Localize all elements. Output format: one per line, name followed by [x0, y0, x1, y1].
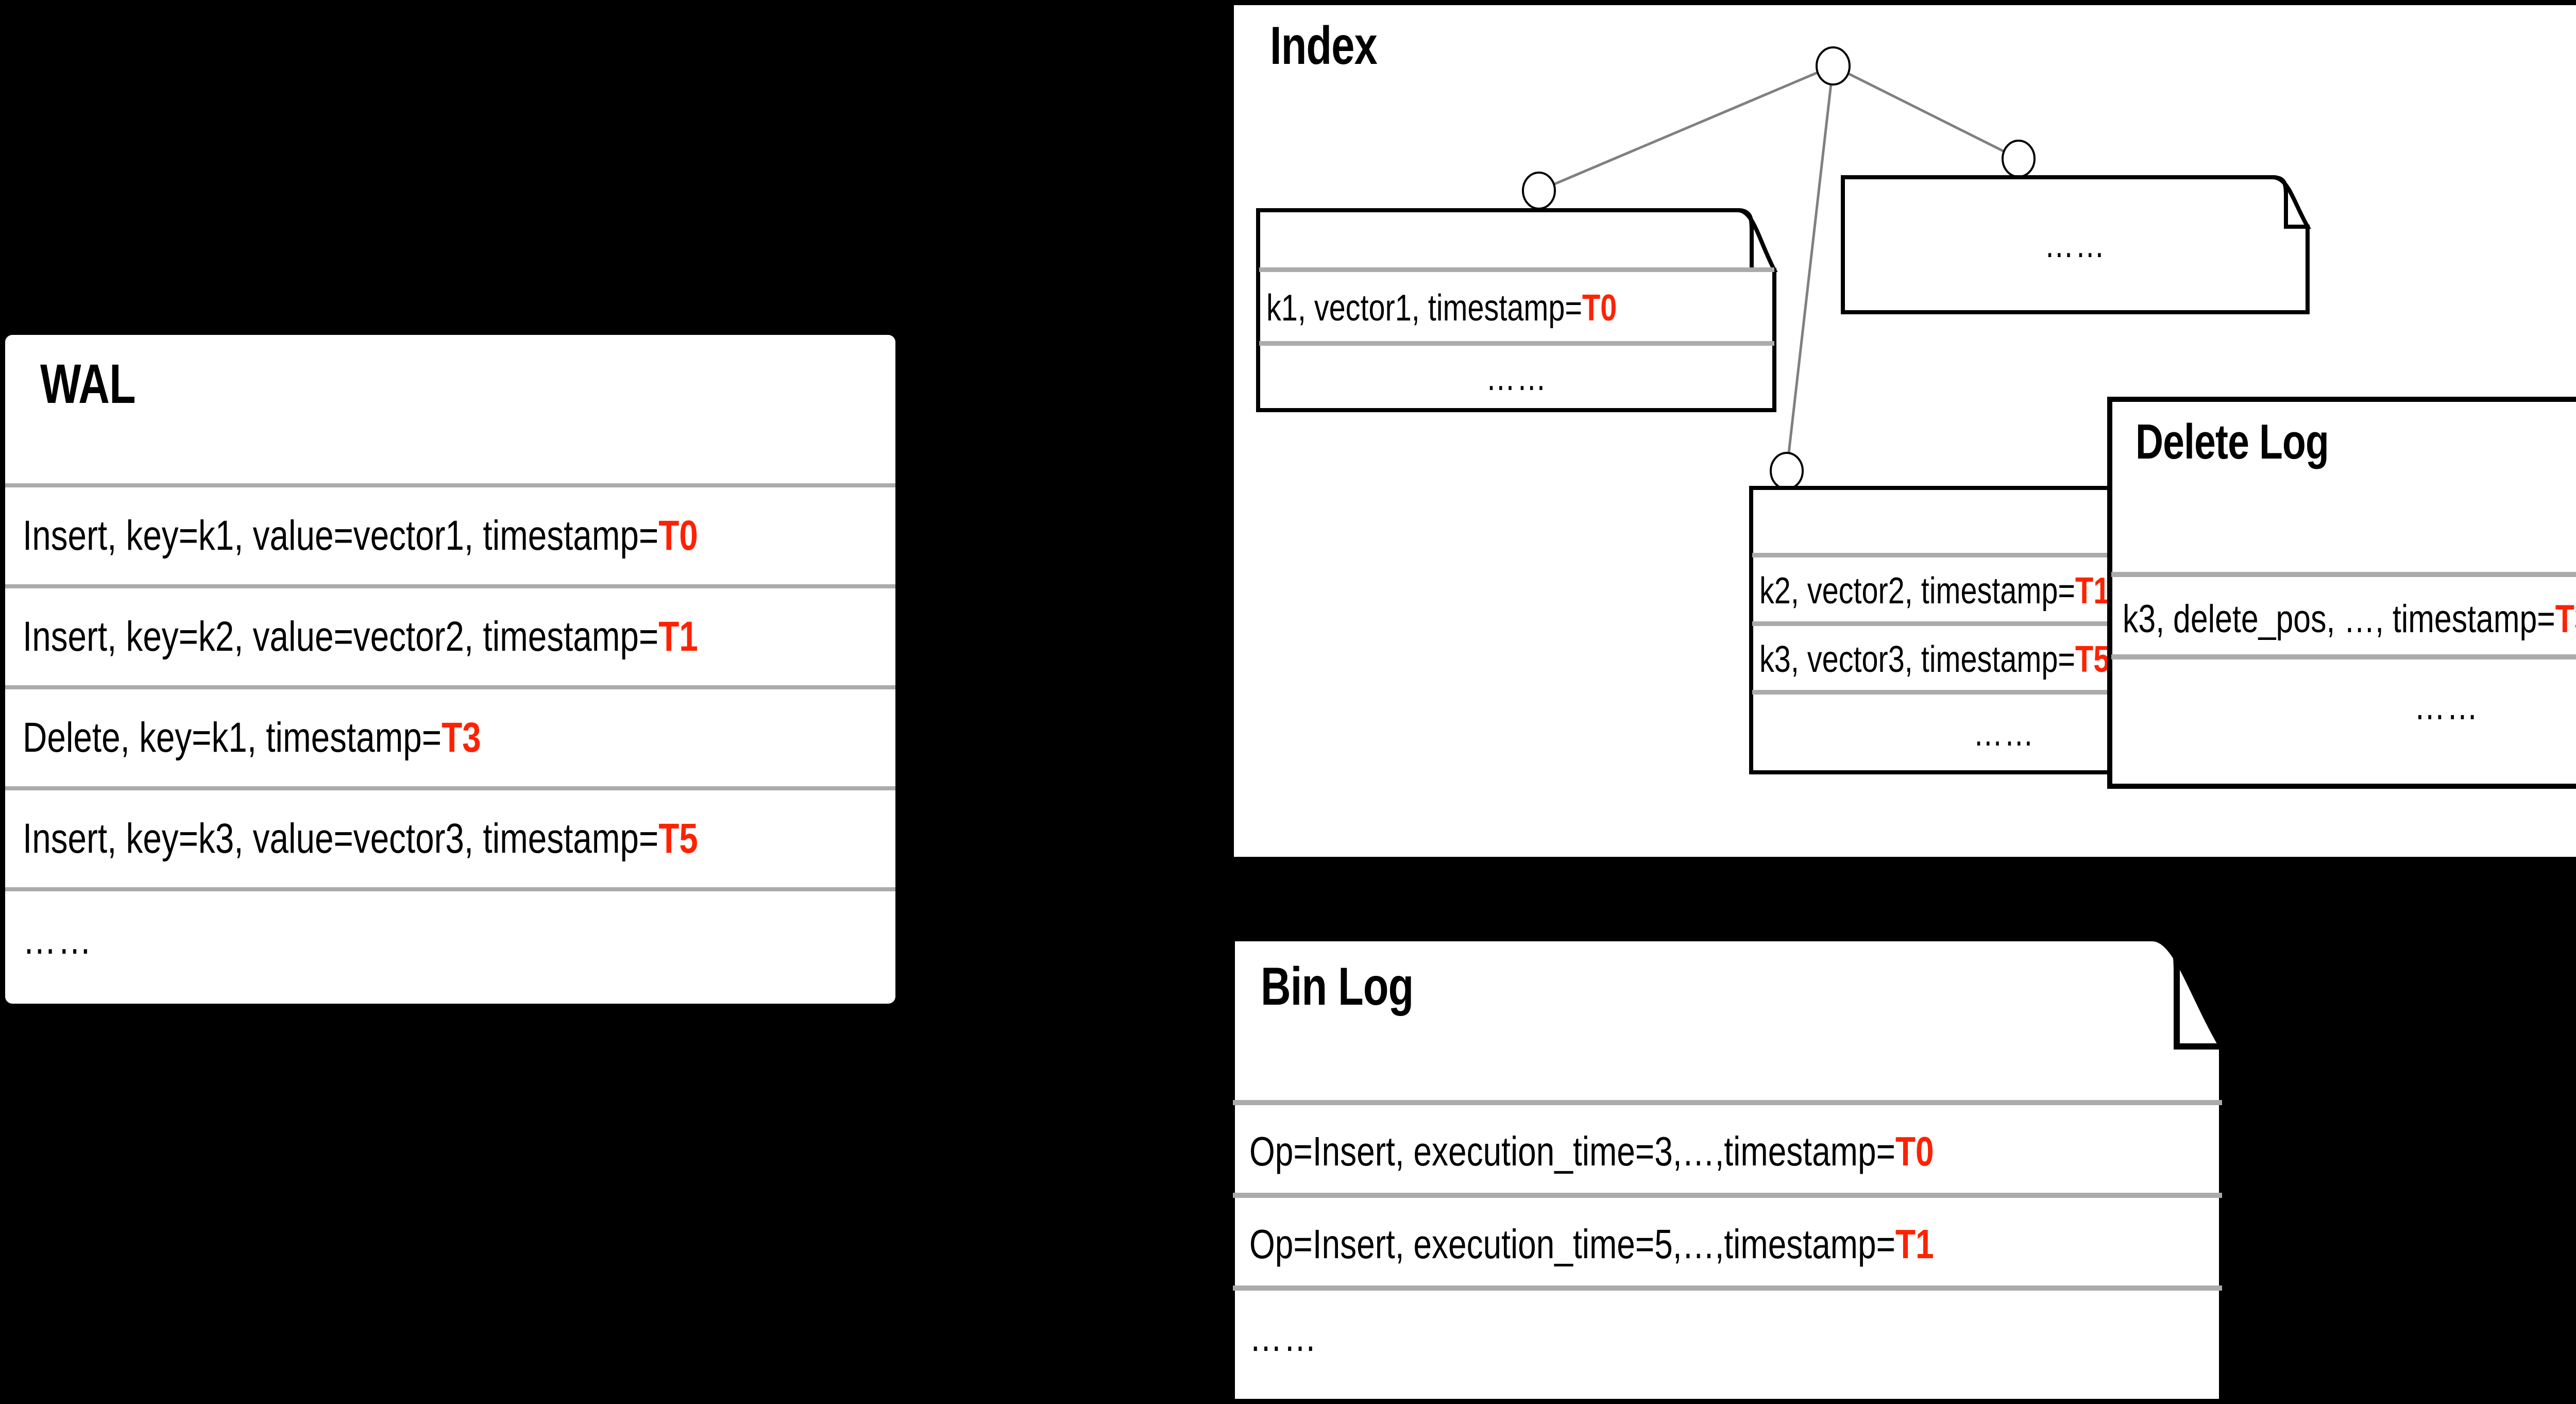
card-row-text: Op=Insert, execution_time=5,…,timestamp=: [1249, 1221, 1895, 1267]
card-row-text: ……: [2414, 684, 2480, 728]
bin-log-card: Bin Log Op=Insert, execution_time=3,…,ti…: [1229, 935, 2228, 1404]
wal-row-text: Insert, key=k2, value=vector2, timestamp…: [23, 613, 659, 660]
card-row: k3, delete_pos, …, timestamp=T3: [2123, 577, 2576, 661]
card-separator: [1752, 553, 2256, 557]
card-row-text: ……: [2044, 224, 2106, 265]
wal-row: Delete, key=k1, timestamp=T3: [23, 689, 893, 786]
page-fold-corner: [1737, 208, 1778, 272]
wal-row-timestamp: T3: [442, 714, 481, 761]
card-row-text: k2, vector2, timestamp=: [1759, 570, 2076, 612]
index-title: Index: [1270, 16, 1378, 76]
wal-row-timestamp: T0: [658, 512, 698, 559]
page-fold-corner: [2272, 175, 2311, 229]
card-row-text: ……: [1973, 713, 2035, 754]
card-row-timestamp: T0: [1582, 287, 1617, 329]
card-row-timestamp: T0: [1895, 1128, 1934, 1174]
card-row-timestamp: T1: [1895, 1221, 1934, 1267]
wal-row: Insert, key=k1, value=vector1, timestamp…: [23, 487, 893, 584]
card-row-timestamp: T3: [2555, 597, 2576, 641]
index-panel: Index k1, vector1, timestamp=T0 ……: [1234, 5, 2576, 857]
delete-log-card: Delete Log k3, delete_pos, …, timestamp=…: [2107, 397, 2576, 789]
wal-row-timestamp: T1: [658, 613, 698, 660]
wal-row-text: Delete, key=k1, timestamp=: [23, 714, 442, 761]
card-row-text: Op=Insert, execution_time=3,…,timestamp=: [1249, 1128, 1895, 1174]
card-row-timestamp: T1: [2075, 570, 2110, 612]
card-row-text: k1, vector1, timestamp=: [1266, 287, 1583, 329]
wal-row: Insert, key=k2, value=vector2, timestamp…: [23, 588, 893, 685]
card-row: ……: [1259, 346, 1774, 410]
delete-log-card-shape: [2107, 397, 2576, 789]
wal-separator: [5, 887, 895, 891]
card-row: Op=Insert, execution_time=5,…,timestamp=…: [1249, 1198, 2223, 1291]
tree-node-middle: [1770, 452, 1804, 490]
card-separator: [2111, 572, 2576, 577]
tree-edge-root-right: [1832, 64, 2020, 160]
leaf-card-ellipsis-shape: [1841, 175, 2311, 314]
tree-node-left: [1522, 172, 1556, 210]
bin-log-title: Bin Log: [1261, 957, 1414, 1017]
card-row: ……: [1752, 695, 2256, 772]
wal-separator: [5, 685, 895, 689]
wal-separator: [5, 483, 895, 487]
delete-log-title: Delete Log: [2136, 414, 2329, 469]
wal-row: Insert, key=k3, value=vector3, timestamp…: [23, 790, 893, 887]
leaf-card-ellipsis: ……: [1841, 175, 2311, 314]
index-tree: [1522, 46, 2036, 490]
card-separator: [1752, 690, 2256, 695]
card-row-text: ……: [1249, 1314, 1318, 1360]
tree-node-right: [2002, 140, 2036, 178]
card-row: ……: [1249, 1291, 2223, 1383]
tree-edge-root-left: [1538, 64, 1834, 192]
wal-separator: [5, 786, 895, 790]
tree-edge-root-middle: [1785, 65, 1835, 471]
card-separator: [1233, 1285, 2222, 1291]
card-row-text: k3, delete_pos, …, timestamp=: [2123, 597, 2555, 641]
card-separator: [1233, 1193, 2222, 1198]
card-row-text: k3, vector3, timestamp=: [1759, 639, 2076, 680]
wal-separator: [5, 584, 895, 588]
card-row-text: ……: [1486, 357, 1548, 398]
card-row: k3, vector3, timestamp=T5: [1759, 626, 2253, 693]
wal-title: WAL: [40, 352, 136, 415]
tree-node-root: [1816, 46, 1851, 86]
card-row: ……: [1844, 178, 2307, 311]
page-fold-corner: [2151, 935, 2228, 1050]
leaf-card-k1: k1, vector1, timestamp=T0 ……: [1256, 208, 1778, 412]
card-row: ……: [2111, 659, 2576, 752]
card-separator: [1259, 267, 1774, 272]
card-row: Op=Insert, execution_time=3,…,timestamp=…: [1249, 1105, 2223, 1198]
card-separator: [1259, 341, 1774, 346]
wal-row-text: Insert, key=k1, value=vector1, timestamp…: [23, 512, 659, 559]
card-row: k2, vector2, timestamp=T1: [1759, 557, 2253, 624]
wal-row: ……: [23, 891, 893, 988]
card-separator: [2111, 654, 2576, 659]
leaf-card-k1-shape: [1256, 208, 1778, 412]
card-separator: [1233, 1100, 2222, 1105]
card-row-timestamp: T5: [2075, 639, 2110, 680]
wal-row-text: ……: [23, 916, 93, 963]
wal-row-text: Insert, key=k3, value=vector3, timestamp…: [23, 815, 659, 862]
wal-panel: WAL Insert, key=k1, value=vector1, times…: [5, 335, 895, 1004]
card-separator: [1752, 621, 2256, 626]
card-row: k1, vector1, timestamp=T0: [1266, 272, 1771, 344]
wal-row-timestamp: T5: [658, 815, 698, 862]
